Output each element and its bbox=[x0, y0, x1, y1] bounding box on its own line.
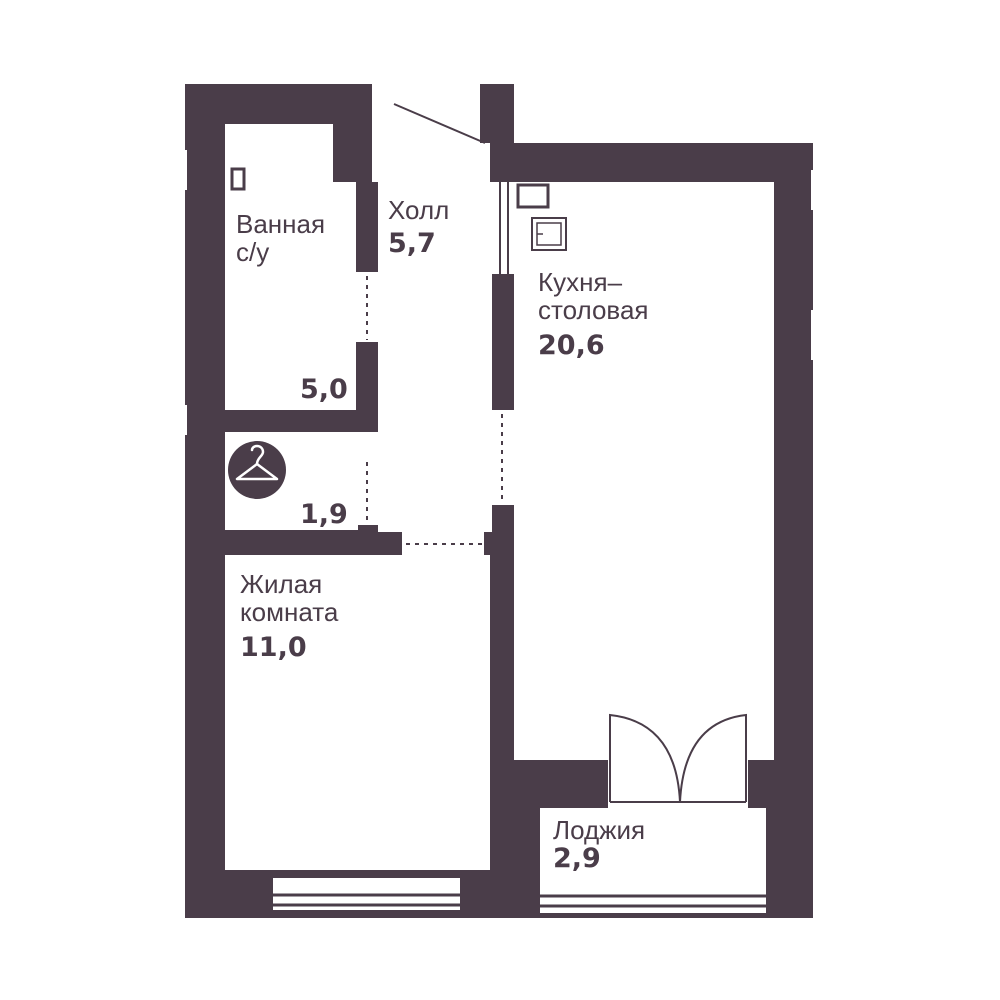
kitchen-label: Кухня– столовая bbox=[538, 267, 649, 325]
wall-notch-3 bbox=[811, 170, 815, 210]
wardrobe-area: 1,9 bbox=[300, 499, 348, 530]
sink-basin bbox=[536, 222, 562, 246]
hall-label: Холл bbox=[388, 195, 450, 225]
loggia-floor bbox=[540, 808, 766, 883]
loggia-label: Лоджия bbox=[553, 815, 646, 845]
bathroom-area: 5,0 bbox=[300, 374, 348, 405]
bathroom-floor-ext bbox=[225, 182, 356, 410]
wall-notch-1 bbox=[183, 150, 187, 190]
kitchen-window-gap bbox=[492, 182, 514, 274]
bathroom-label: Ванная с/у bbox=[236, 209, 326, 267]
balcony-door-left bbox=[609, 713, 681, 803]
wall-notch-4 bbox=[811, 310, 815, 360]
entrance-door bbox=[393, 103, 486, 144]
balcony-door-right bbox=[679, 713, 747, 803]
hall-area: 5,7 bbox=[388, 228, 436, 259]
loggia-area: 2,9 bbox=[553, 843, 601, 874]
kitchen-door-gap bbox=[492, 410, 514, 505]
living-room-door-gap bbox=[402, 530, 484, 555]
living-room-label: Жилая комната bbox=[240, 569, 339, 627]
wall-notch-2 bbox=[183, 405, 187, 435]
hanger-icon bbox=[228, 441, 286, 499]
loggia-window bbox=[540, 883, 766, 913]
kitchen-area: 20,6 bbox=[538, 330, 605, 361]
living-room-floor bbox=[225, 555, 490, 870]
bathroom-vent-inner bbox=[230, 167, 246, 191]
living-room-area: 11,0 bbox=[240, 632, 307, 663]
hall-floor-main bbox=[378, 182, 492, 532]
kitchen-vent bbox=[516, 183, 550, 209]
kitchen-floor bbox=[514, 182, 774, 760]
